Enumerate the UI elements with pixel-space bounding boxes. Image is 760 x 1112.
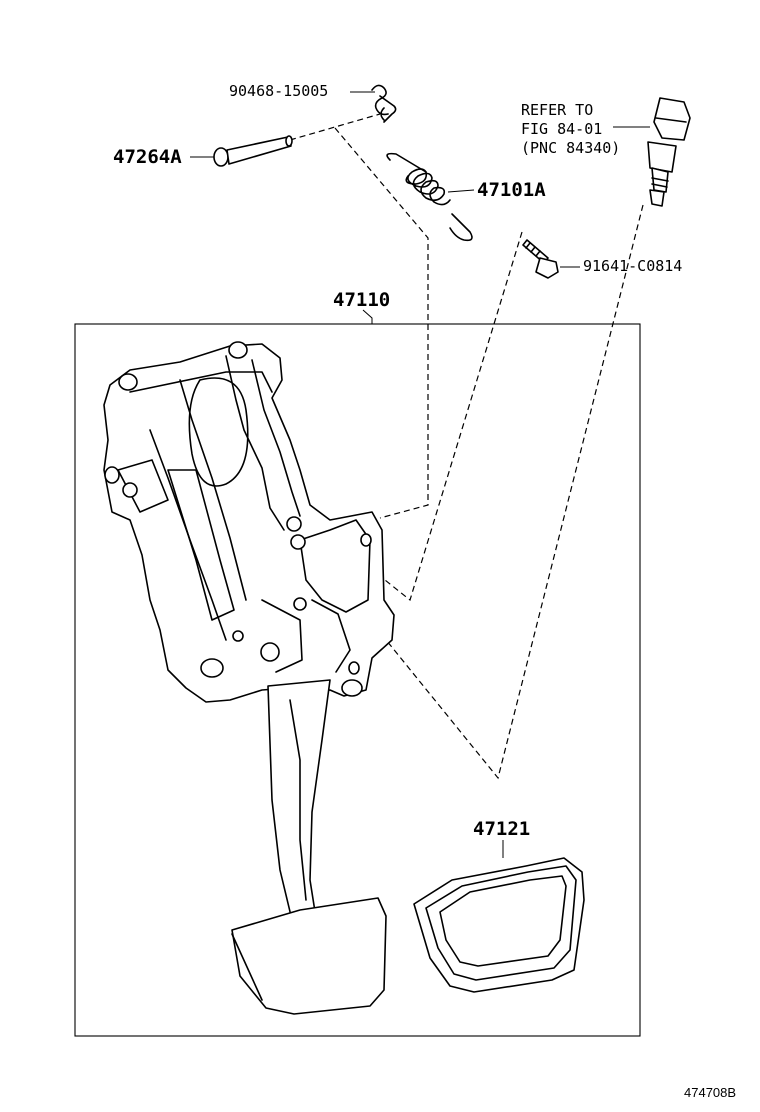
spring-part [386,152,473,242]
bolt-part [522,239,559,279]
part-label-91641-C0814: 91641-C0814 [583,257,683,275]
leader-lines [190,91,650,858]
refer-note: REFER TO FIG 84-01 (PNC 84340) [521,101,621,157]
part-label-47121: 47121 [473,818,531,840]
part-label-47110: 47110 [333,289,391,311]
part-label-47264A: 47264A [113,146,182,168]
pedal-pad-cover [413,857,585,993]
assembly-frame [74,323,641,1037]
guide-lines [289,113,644,780]
part-label-47101A: 47101A [477,179,546,201]
pin-part [213,135,293,167]
stop-lamp-switch [647,97,691,207]
pedal-bracket-assembly [103,341,395,1015]
clip-part [371,84,397,123]
figure-code: 474708B [684,1085,737,1100]
part-label-90468-15005: 90468-15005 [229,82,329,100]
